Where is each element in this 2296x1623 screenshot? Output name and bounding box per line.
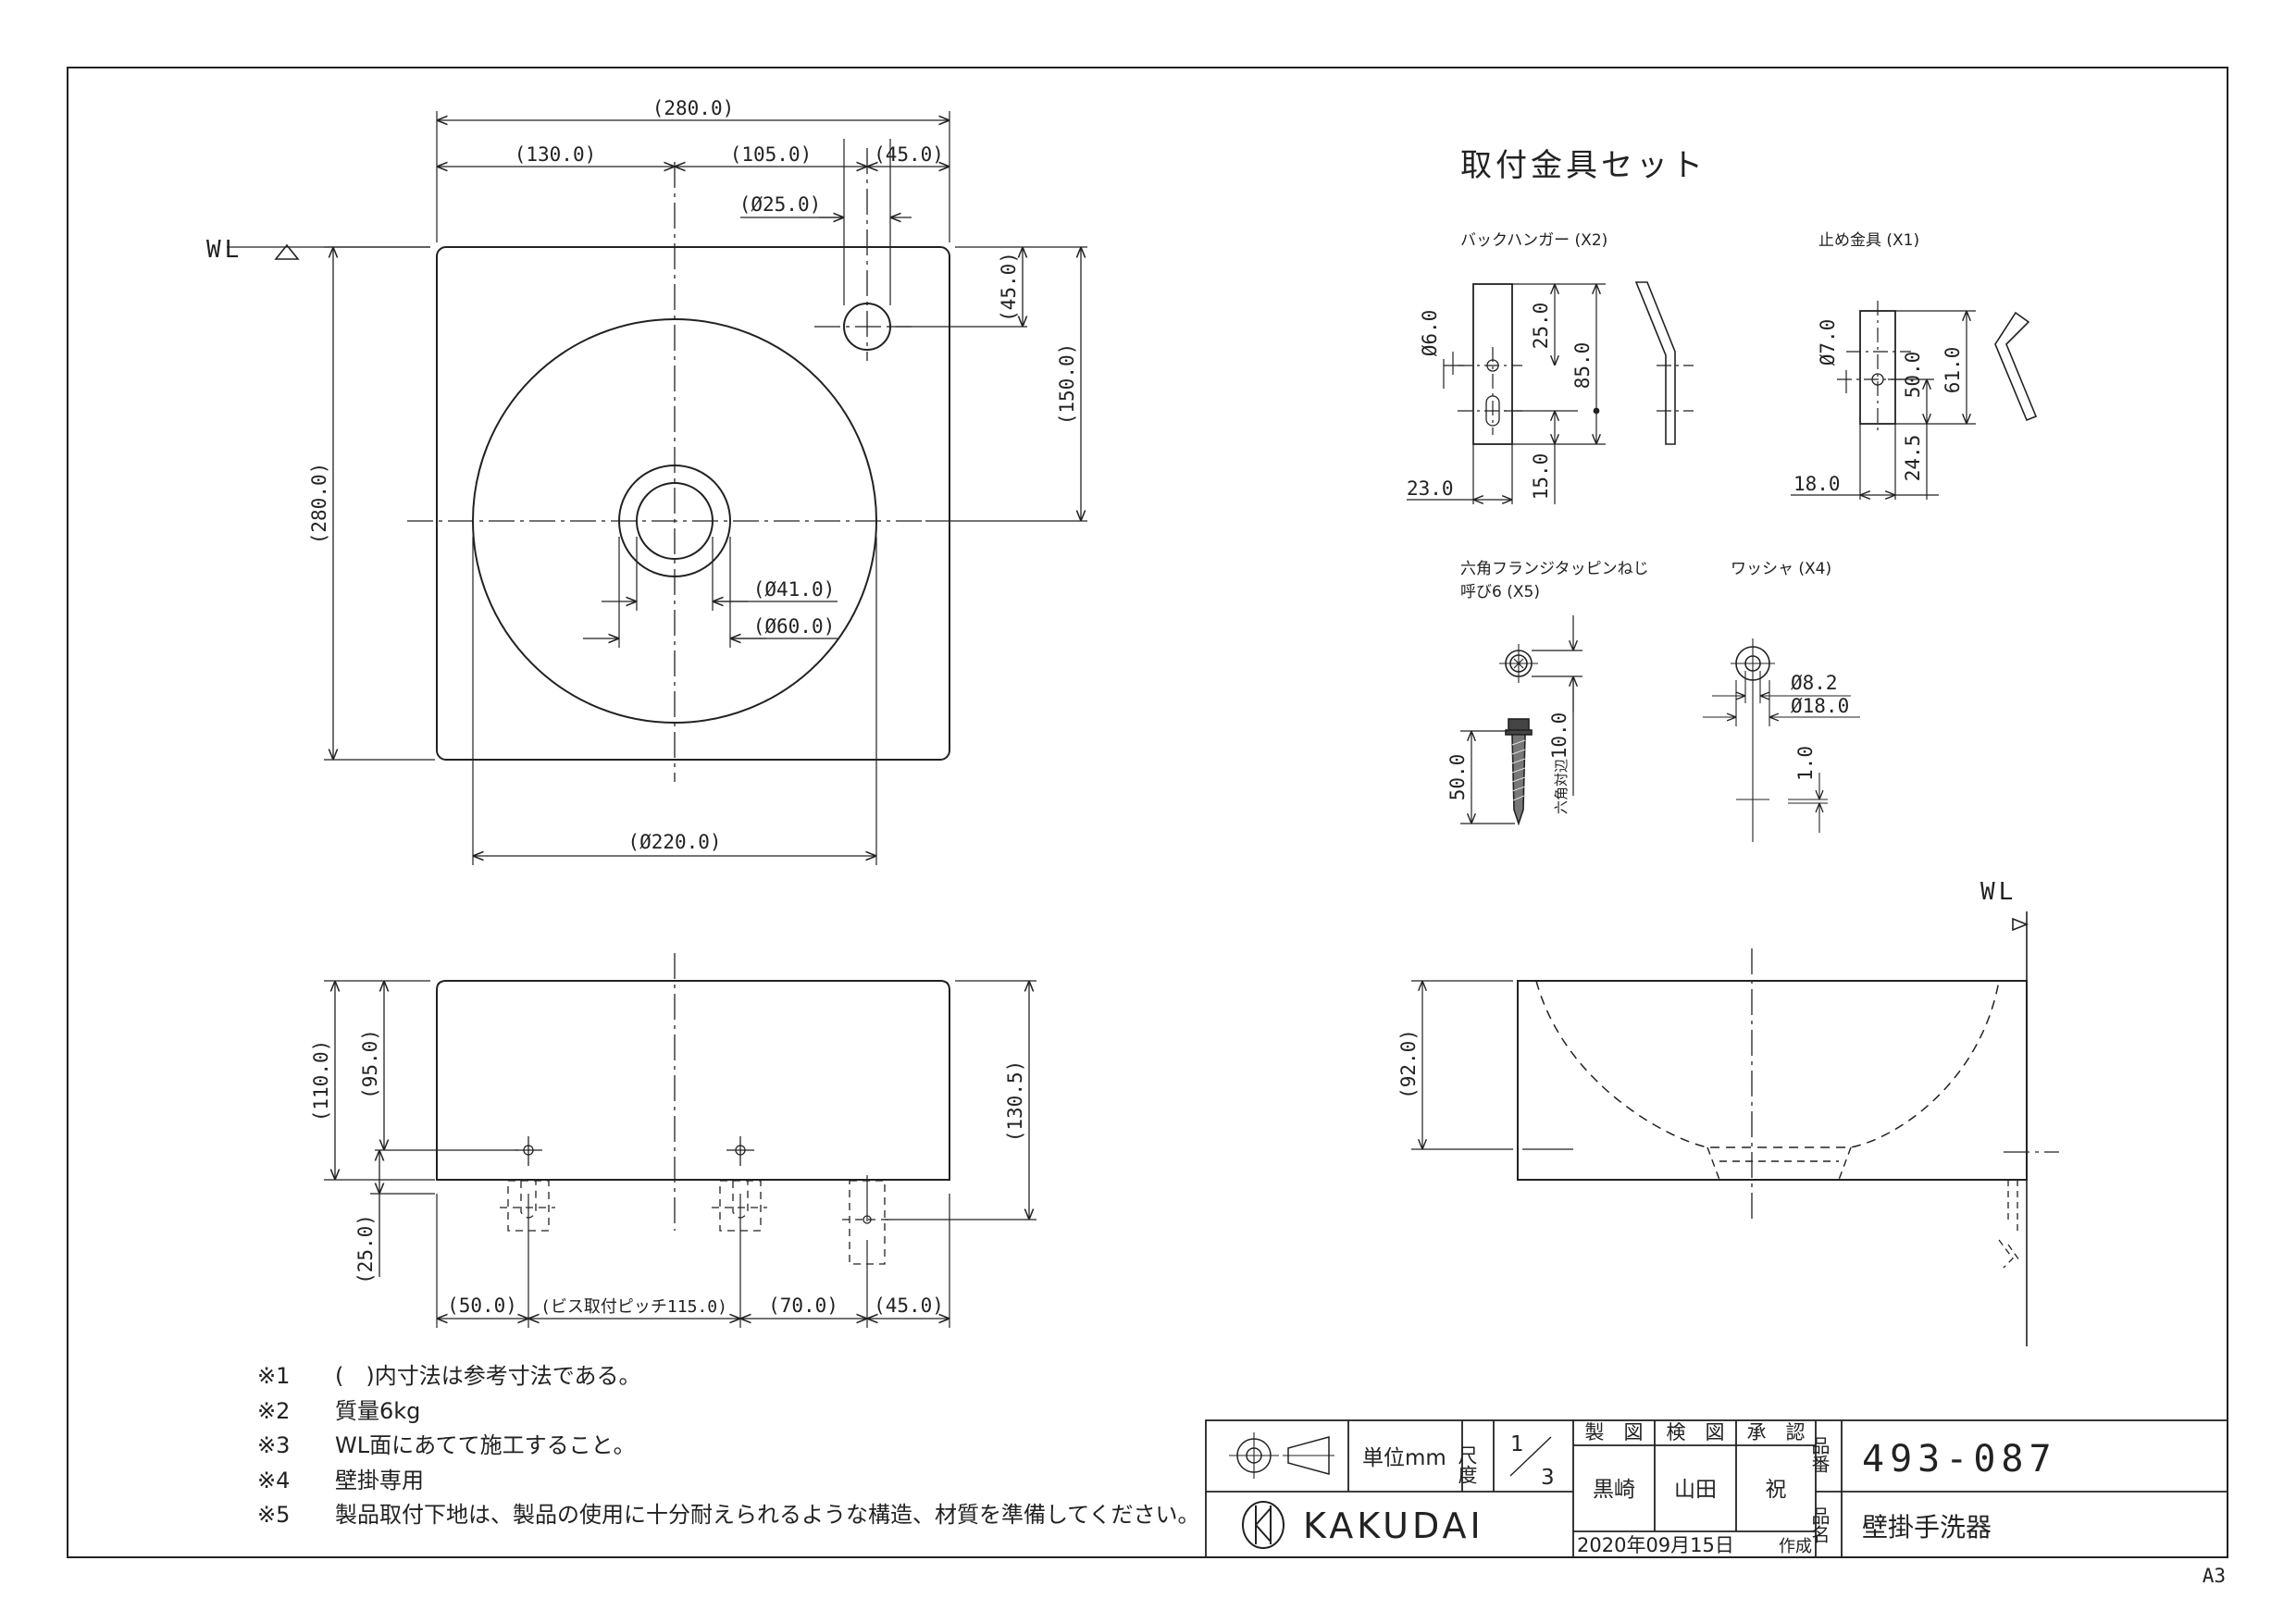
dim-d25: (Ø25.0) [739, 193, 822, 216]
stop-bracket-label: 止め金具 (X1) [1818, 231, 1919, 250]
top-view-labels: (280.0) (130.0) (105.0) (45.0) (Ø25.0) (… [206, 97, 1078, 853]
wl-label-top: WL [206, 236, 242, 264]
screw-dims: 10.0 六角対辺 50.0 [1446, 712, 1570, 814]
part-name-label: 品名 [1808, 1506, 1831, 1543]
drawing-frame [67, 67, 2228, 1558]
note-text-3: WL面にあてて施工すること。 [335, 1432, 636, 1458]
dim-d220: (Ø220.0) [627, 831, 721, 853]
scale-denominator: 3 [1541, 1466, 1555, 1490]
checked-by: 山田 [1674, 1478, 1717, 1502]
note-mark-1: ※1 [257, 1363, 290, 1389]
dim-w-1: 1.0 [1794, 746, 1817, 781]
title-block-text: 単位mm 尺度 1 3 製 図 検 図 承 認 黒崎 山田 祝 品番 493-0… [1303, 1421, 2226, 1587]
notes: ※1 ( )内寸法は参考寸法である。 ※2 質量6kg ※3 WL面にあてて施工… [257, 1363, 1200, 1528]
note-text-5: 製品取付下地は、製品の使用に十分耐えられるような構造、材質を準備してください。 [335, 1502, 1200, 1528]
col-approved: 承 認 [1747, 1421, 1806, 1443]
washer-label: ワッシャ (X4) [1731, 560, 1831, 578]
hardware-set: 取付金具セット バックハンガー (X2) 止め金具 (X1) 六角フランジタッピ… [1460, 147, 1919, 601]
dim-bot-45: (45.0) [874, 1295, 944, 1317]
dim-sb-50: 50.0 [1902, 352, 1924, 399]
side-view [1411, 911, 2059, 1346]
dim-sb-245: 24.5 [1902, 435, 1924, 482]
date: 2020年09月15日 [1577, 1534, 1734, 1556]
scale-numerator: 1 [1510, 1432, 1524, 1456]
dim-front-110: (110.0) [310, 1040, 332, 1122]
dim-bh-23: 23.0 [1407, 477, 1454, 500]
dim-bot-115: (ビス取付ピッチ115.0) [540, 1297, 727, 1317]
created-label: 作成 [1779, 1537, 1812, 1556]
drawn-by: 黒崎 [1593, 1478, 1635, 1502]
basin-outline-side [1517, 980, 2028, 1181]
note-mark-5: ※5 [257, 1502, 290, 1528]
kakudai-logo-mark [1242, 1501, 1285, 1549]
dim-top-45: (45.0) [874, 143, 944, 166]
back-hanger-dims: Ø6.0 25.0 85.0 15.0 23.0 [1407, 303, 1594, 501]
dim-side-92: (92.0) [1397, 1029, 1420, 1099]
dim-w-82: Ø8.2 [1791, 672, 1838, 694]
company-name: KAKUDAI [1303, 1505, 1484, 1546]
dim-bh-15: 15.0 [1530, 453, 1552, 501]
dim-bh-85: 85.0 [1571, 342, 1594, 390]
stop-bracket-drawing [1791, 301, 2038, 500]
approved-by: 祝 [1766, 1478, 1787, 1502]
screw-label-2: 呼び6 (X5) [1460, 583, 1540, 601]
dim-w-18: Ø18.0 [1791, 695, 1849, 717]
dim-left-280: (280.0) [308, 463, 330, 545]
projection-symbol [1229, 1432, 1334, 1479]
paper-size: A3 [2203, 1565, 2226, 1587]
dim-sb-61: 61.0 [1942, 347, 1964, 394]
washer-dims: Ø8.2 Ø18.0 1.0 [1791, 672, 1849, 781]
dim-d41: (Ø41.0) [753, 578, 836, 601]
title-block [1205, 1419, 2228, 1558]
note-text-4: 壁掛専用 [335, 1468, 424, 1493]
washer-drawing [1703, 638, 1860, 842]
unit-label: 単位mm [1362, 1446, 1446, 1470]
part-no: 493-087 [1862, 1438, 2057, 1481]
scale-label: 尺度 [1456, 1445, 1478, 1484]
screw-label-1: 六角フランジタッピンねじ [1460, 560, 1649, 578]
hardware-heading: 取付金具セット [1460, 147, 1706, 184]
dim-top-130: (130.0) [515, 143, 597, 166]
side-view-labels: (92.0) WL [1397, 878, 2017, 1099]
note-mark-2: ※2 [257, 1398, 290, 1424]
part-no-label: 品番 [1808, 1436, 1831, 1473]
col-checked: 検 図 [1667, 1421, 1725, 1443]
dim-top-280: (280.0) [652, 97, 735, 119]
dim-bot-70: (70.0) [768, 1295, 838, 1317]
stop-bracket-dims: Ø7.0 50.0 61.0 24.5 18.0 [1793, 319, 1964, 495]
dim-bh-25: 25.0 [1530, 303, 1552, 350]
front-view [324, 953, 1036, 1328]
dim-sc-50: 50.0 [1446, 754, 1469, 801]
top-view [227, 111, 1087, 865]
note-mark-4: ※4 [257, 1468, 290, 1493]
dim-right-150: (150.0) [1056, 343, 1078, 426]
dim-bot-50: (50.0) [447, 1295, 517, 1317]
note-text-2: 質量6kg [335, 1398, 420, 1424]
back-hanger-label: バックハンガー (X2) [1460, 231, 1607, 250]
dim-front-25: (25.0) [354, 1214, 377, 1284]
front-view-labels: (110.0) (95.0) (25.0) (130.5) (50.0) (ビス… [310, 1029, 1026, 1317]
dim-front-1305: (130.5) [1004, 1060, 1026, 1143]
dim-bh-d6: Ø6.0 [1419, 310, 1441, 357]
basin-outline-top [436, 246, 950, 761]
back-hanger-drawing [1407, 281, 1694, 504]
dim-sb-18: 18.0 [1793, 473, 1841, 495]
dim-sc-hex: 六角対辺 [1553, 759, 1570, 814]
wl-label-side: WL [1980, 878, 2017, 906]
bowl-hidden-line [1535, 980, 2000, 1148]
dim-d60: (Ø60.0) [753, 615, 836, 638]
basin-outline-front [436, 980, 950, 1181]
screw-drawing [1460, 615, 1582, 826]
note-text-1: ( )内寸法は参考寸法である。 [335, 1363, 641, 1389]
dim-front-95: (95.0) [359, 1029, 381, 1099]
dim-top-105: (105.0) [730, 143, 813, 166]
note-mark-3: ※3 [257, 1432, 290, 1458]
dim-sb-d7: Ø7.0 [1817, 319, 1839, 366]
part-name: 壁掛手洗器 [1862, 1512, 1992, 1542]
col-drawn: 製 図 [1585, 1421, 1644, 1443]
dim-sc-10: 10.0 [1548, 712, 1570, 760]
dim-right-45: (45.0) [998, 252, 1020, 322]
